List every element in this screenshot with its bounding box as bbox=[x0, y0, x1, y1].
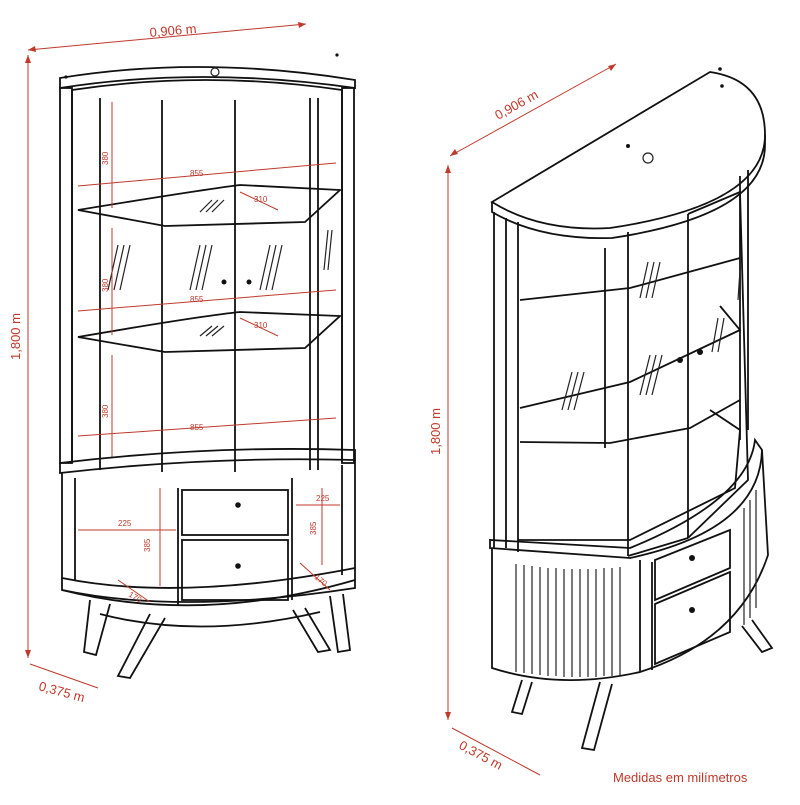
svg-text:385: 385 bbox=[309, 521, 318, 535]
drawer-knob-icon bbox=[689, 555, 695, 561]
svg-text:855: 855 bbox=[190, 169, 204, 178]
cable-hole-icon bbox=[210, 67, 220, 77]
front-depth-dimension: 0,375 m bbox=[29, 663, 99, 705]
perspective-drawer-top bbox=[654, 528, 731, 602]
drawer-knob-icon bbox=[235, 502, 241, 508]
drawer-knob-icon bbox=[689, 607, 695, 613]
front-drawer-top bbox=[181, 489, 289, 536]
cable-hole-icon bbox=[642, 152, 654, 164]
front-legs bbox=[83, 593, 352, 679]
front-inner-dimensions: 380 380 380 855 855 855 310 310 bbox=[77, 102, 337, 458]
door-knob-icon bbox=[221, 279, 227, 285]
front-drawer-bottom bbox=[181, 539, 289, 601]
perspective-top bbox=[490, 71, 766, 230]
svg-text:380: 380 bbox=[101, 404, 110, 418]
svg-text:225: 225 bbox=[316, 494, 330, 503]
drawer-knob-icon bbox=[235, 563, 241, 569]
perspective-height-dimension: 1,800 m bbox=[428, 165, 451, 720]
perspective-height-label: 1,800 m bbox=[428, 408, 443, 455]
front-depth-label: 0,375 m bbox=[37, 678, 86, 705]
front-left-post bbox=[59, 87, 73, 464]
perspective-legs bbox=[510, 619, 774, 752]
perspective-view: 0,906 m 1,800 m 0,375 m bbox=[428, 63, 774, 776]
door-knob-icon bbox=[246, 279, 252, 285]
perspective-depth-label: 0,375 m bbox=[457, 737, 506, 772]
svg-text:380: 380 bbox=[101, 151, 110, 165]
front-width-dimension: 0,906 m bbox=[27, 21, 307, 52]
svg-text:310: 310 bbox=[254, 195, 268, 204]
door-knob-icon bbox=[697, 349, 703, 355]
slatted-front bbox=[515, 490, 757, 677]
perspective-width-label: 0,906 m bbox=[492, 87, 540, 123]
front-right-post bbox=[341, 87, 355, 464]
front-top-cap bbox=[59, 66, 356, 90]
door-knob-icon bbox=[677, 357, 683, 363]
units-note: Medidas em milímetros bbox=[613, 770, 748, 785]
svg-text:855: 855 bbox=[190, 295, 204, 304]
front-height-dimension: 1,800 m bbox=[8, 55, 31, 658]
svg-text:225: 225 bbox=[118, 519, 132, 528]
front-glass-shelf-2 bbox=[77, 311, 343, 353]
front-width-label: 0,906 m bbox=[149, 21, 197, 40]
perspective-depth-dimension: 0,375 m bbox=[451, 727, 541, 776]
svg-text:855: 855 bbox=[190, 423, 204, 432]
svg-text:385: 385 bbox=[143, 538, 152, 552]
perspective-drawer-bottom bbox=[654, 570, 731, 666]
front-glass-shelf-1 bbox=[77, 184, 343, 227]
svg-text:310: 310 bbox=[254, 321, 268, 330]
front-view: 0,906 m 1,800 m 0,375 m bbox=[8, 21, 356, 705]
svg-text:380: 380 bbox=[101, 278, 110, 292]
front-height-label: 1,800 m bbox=[8, 313, 23, 360]
